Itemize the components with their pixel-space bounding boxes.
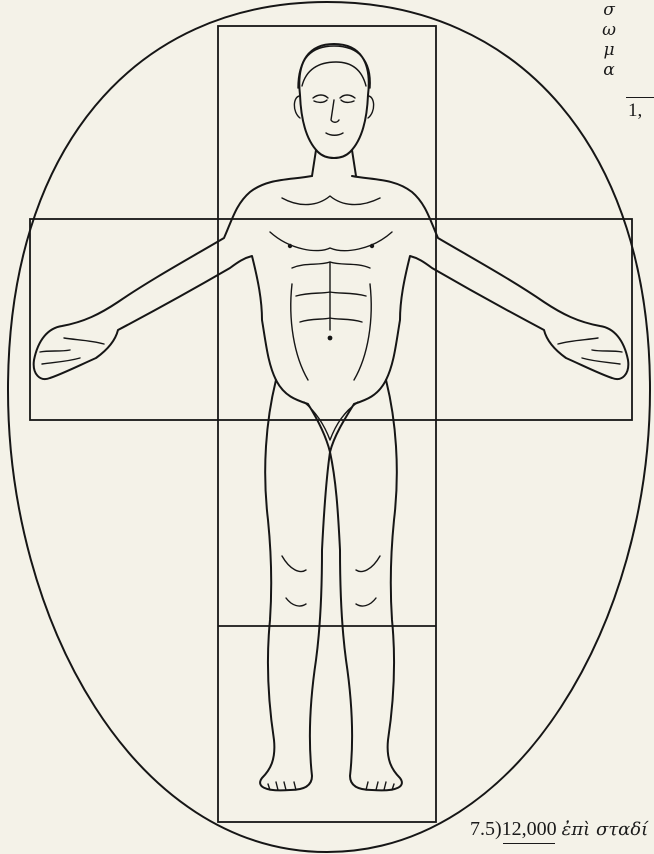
right-foot-toes	[366, 782, 394, 790]
margin-letter: ω	[594, 20, 624, 40]
left-eye	[313, 95, 328, 102]
division-calculation: 7.5)12,000 ἐπὶ σταδί	[470, 818, 648, 841]
margin-rule	[626, 97, 654, 98]
division-underline	[503, 843, 555, 844]
right-hand-fingers	[558, 338, 622, 364]
knee-details	[282, 556, 380, 606]
navel	[328, 336, 333, 341]
nose	[331, 100, 339, 122]
body-outline	[34, 176, 629, 452]
margin-letter: α	[594, 60, 624, 80]
right-ear	[368, 96, 374, 118]
right-nipple	[370, 244, 374, 248]
left-ear	[294, 96, 300, 118]
margin-letter: σ	[594, 0, 624, 20]
pelvis-line	[304, 402, 358, 440]
margin-letter-column: σ ω μ α	[594, 0, 624, 80]
right-leg	[330, 380, 402, 790]
right-eye	[340, 95, 355, 102]
division-bracket: )	[495, 818, 502, 840]
left-nipple	[288, 244, 292, 248]
abdomen-lines	[291, 262, 371, 380]
chest-line	[270, 196, 392, 251]
egg-outline	[8, 2, 650, 852]
left-hand-fingers	[40, 338, 104, 364]
divisor: 7.5	[470, 818, 495, 840]
margin-number: 1,	[628, 100, 642, 122]
vertical-rectangle	[218, 26, 436, 822]
left-leg	[260, 380, 330, 790]
greek-phrase: ἐπὶ σταδί	[562, 819, 649, 840]
margin-letter: μ	[594, 40, 624, 60]
mouth	[326, 133, 343, 135]
ribcage-line	[292, 262, 370, 268]
dividend: 12,000	[502, 818, 557, 840]
left-foot-toes	[268, 782, 296, 790]
